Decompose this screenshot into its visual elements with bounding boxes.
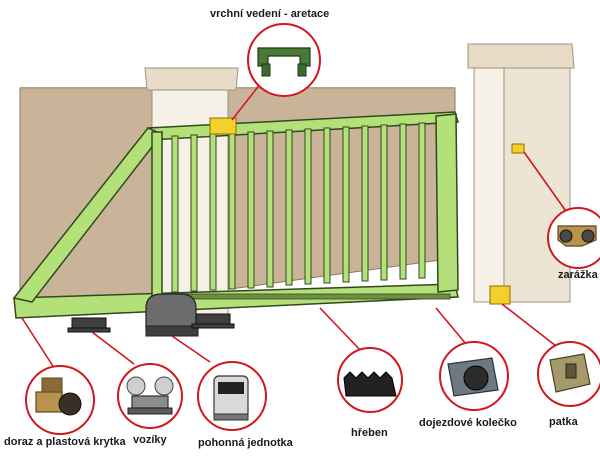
label-rack: hřeben	[351, 427, 388, 439]
callout-lines	[21, 73, 569, 375]
label-top-guide: vrchní vedení - aretace	[210, 8, 330, 20]
drive-unit-icon	[213, 375, 249, 421]
gate-bars	[171, 122, 426, 293]
label-drive-unit: pohonná jednotka	[198, 437, 293, 449]
end-stop-icon	[35, 377, 82, 416]
stopper-marker	[511, 143, 525, 154]
callout-end-roller	[439, 341, 509, 411]
callout-top-guide	[247, 23, 321, 97]
label-foot: patka	[549, 416, 578, 428]
roller-icon	[447, 357, 499, 397]
stopper-icon	[557, 225, 597, 247]
top-guide-marker	[209, 117, 237, 135]
right-pillar	[467, 43, 575, 303]
trolley-supports	[67, 313, 235, 333]
trolley-icon	[126, 376, 174, 415]
rack-strip	[159, 293, 451, 300]
callout-trolley	[117, 363, 183, 429]
callout-drive-unit	[197, 361, 267, 431]
foot-icon	[549, 353, 591, 393]
callout-end-stop	[25, 365, 95, 435]
drive-unit-on-gate	[145, 293, 199, 337]
callout-rack	[337, 347, 403, 413]
label-end-stop-cover: doraz a plastová krytka	[4, 436, 126, 448]
callout-stopper	[547, 207, 600, 269]
label-trolleys: vozíky	[133, 434, 167, 446]
foot-marker	[489, 285, 511, 305]
rack-icon	[343, 371, 397, 397]
top-guide-bracket-icon	[257, 47, 311, 77]
label-stopper: zarážka	[558, 269, 598, 281]
callout-foot	[537, 341, 600, 407]
label-end-roller: dojezdové kolečko	[419, 417, 517, 429]
